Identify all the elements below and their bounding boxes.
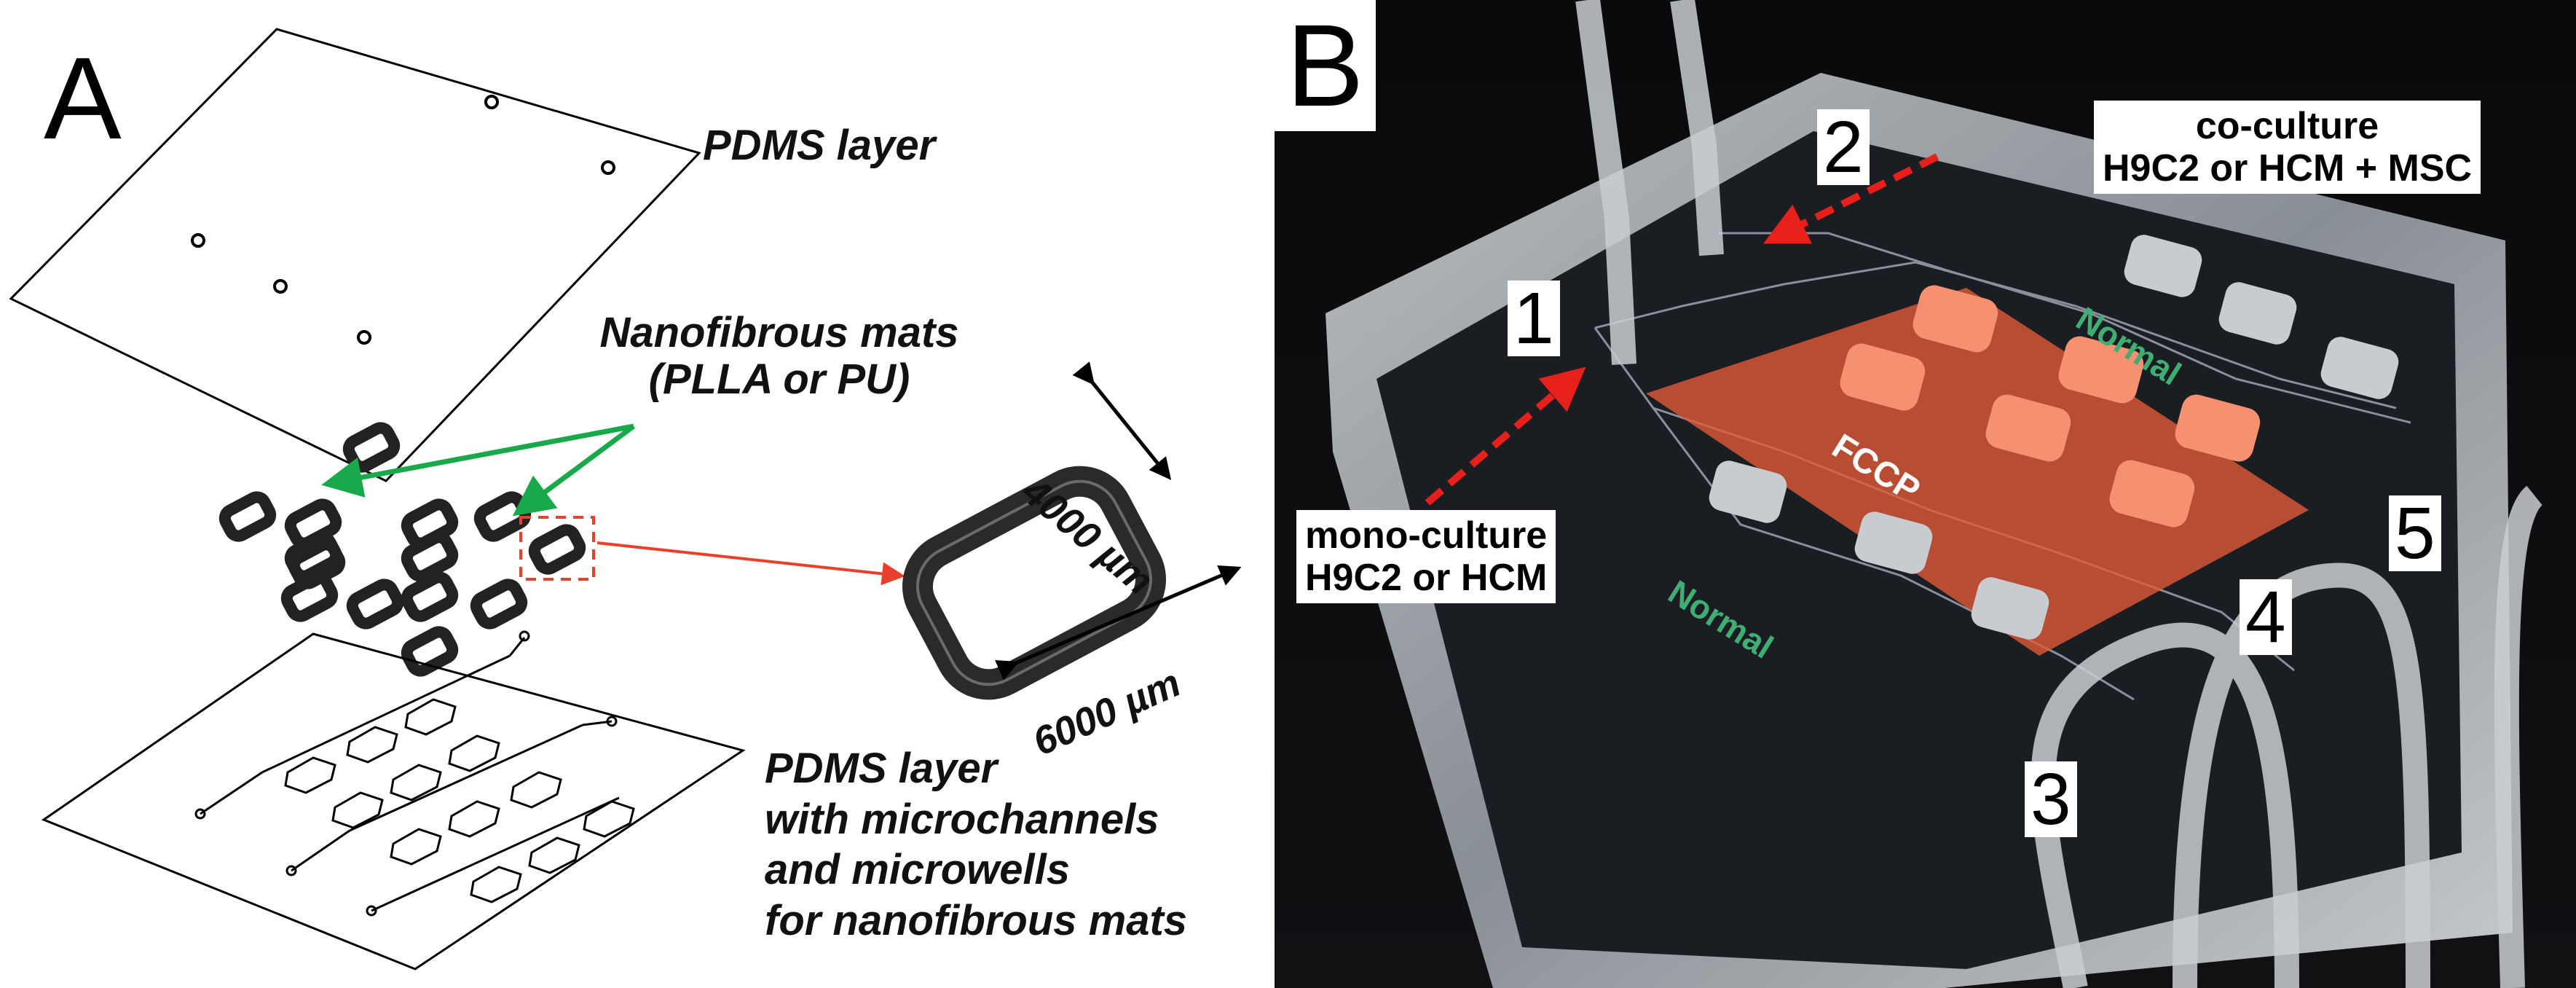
coculture-callout: co-culture H9C2 or HCM + MSC xyxy=(2094,101,2481,195)
mat-pointer-arrows xyxy=(321,423,636,517)
panel-b: B co-culture H9C2 or HCM + MSC mono-cult… xyxy=(1275,0,2576,988)
mats-label: Nanofibrous mats (PLLA or PU) xyxy=(554,310,1005,403)
bottom-layer-line4: for nanofibrous mats xyxy=(765,896,1188,944)
top-pdms-layer xyxy=(9,28,701,482)
top-layer-label: PDMS layer xyxy=(703,122,936,169)
panel-a-drawing xyxy=(9,28,1242,971)
zoom-arrow xyxy=(596,541,905,586)
bottom-layer-line2: with microchannels xyxy=(765,795,1159,843)
bottom-layer-line3: and microwells xyxy=(765,846,1071,894)
port-label-3: 3 xyxy=(2025,761,2077,837)
top-layer-inlet-holes xyxy=(191,95,615,345)
panel-a: A PDMS layer Nanofibrous mats (PLLA or P… xyxy=(0,0,1275,988)
monoculture-callout: mono-culture H9C2 or HCM xyxy=(1296,510,1556,604)
bottom-pdms-layer xyxy=(41,632,746,971)
length-dimension-arrow xyxy=(995,565,1242,681)
monoculture-pointer-arrow xyxy=(1425,366,1586,506)
mat-highlight-box xyxy=(519,516,595,581)
panel-b-letter: B xyxy=(1275,0,1376,131)
mats-label-line2: (PLLA or PU) xyxy=(648,355,910,403)
coculture-line2: H9C2 or HCM + MSC xyxy=(2103,147,2473,190)
port-label-2: 2 xyxy=(1817,109,1870,185)
microwells xyxy=(284,698,635,903)
fccp-wells xyxy=(1840,285,2261,528)
port-label-4: 4 xyxy=(2240,579,2292,655)
fccp-zone xyxy=(1646,288,2309,656)
microchannel-network xyxy=(194,630,620,917)
panel-a-letter: A xyxy=(44,33,122,163)
normal-wells xyxy=(1709,235,2399,640)
width-dimension-arrow xyxy=(1072,361,1172,480)
bottom-layer-label: PDMS layer with microchannels and microw… xyxy=(765,743,1187,946)
bottom-layer-line1: PDMS layer xyxy=(765,745,998,792)
coculture-pointer-arrow xyxy=(1763,153,1939,244)
coculture-line1: co-culture xyxy=(2195,105,2379,147)
monoculture-line1: mono-culture xyxy=(1305,514,1548,557)
mats-label-line1: Nanofibrous mats xyxy=(599,309,959,356)
port-label-1: 1 xyxy=(1508,281,1560,356)
port-label-5: 5 xyxy=(2389,495,2441,571)
monoculture-line2: H9C2 or HCM xyxy=(1305,557,1548,600)
